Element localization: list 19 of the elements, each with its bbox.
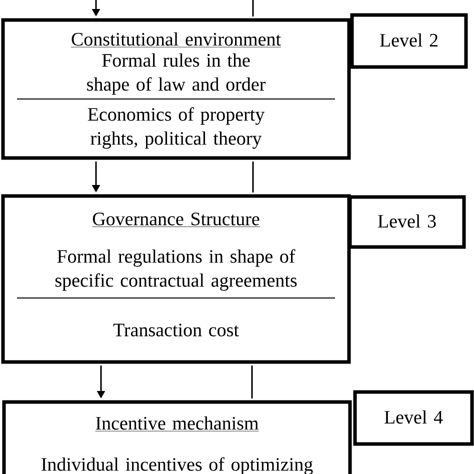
level-label: Level 4 — [384, 410, 443, 424]
connector-line — [252, 0, 254, 16]
body-text: Formal rules in the shape of law and order — [87, 53, 266, 95]
process-box — [1, 194, 351, 364]
process-box — [2, 400, 352, 474]
heading-text: Constitutional environment — [70, 32, 282, 48]
level-label: Level 3 — [378, 214, 436, 228]
body-text: Economics of property rights, political theory — [88, 107, 265, 149]
heading-text: Governance Structure — [92, 212, 260, 227]
level-box — [348, 195, 466, 249]
body-text: Transaction cost — [113, 324, 239, 336]
level-box — [353, 390, 474, 446]
level-label: Level 2 — [380, 33, 438, 47]
process-box — [1, 18, 351, 160]
connector-line — [252, 162, 254, 192]
connector-line — [251, 366, 253, 398]
heading-text: Incentive mechanism — [95, 416, 259, 432]
level-box — [350, 13, 468, 69]
body-text: Formal regulations in shape of specific contractual agreements — [55, 249, 297, 291]
